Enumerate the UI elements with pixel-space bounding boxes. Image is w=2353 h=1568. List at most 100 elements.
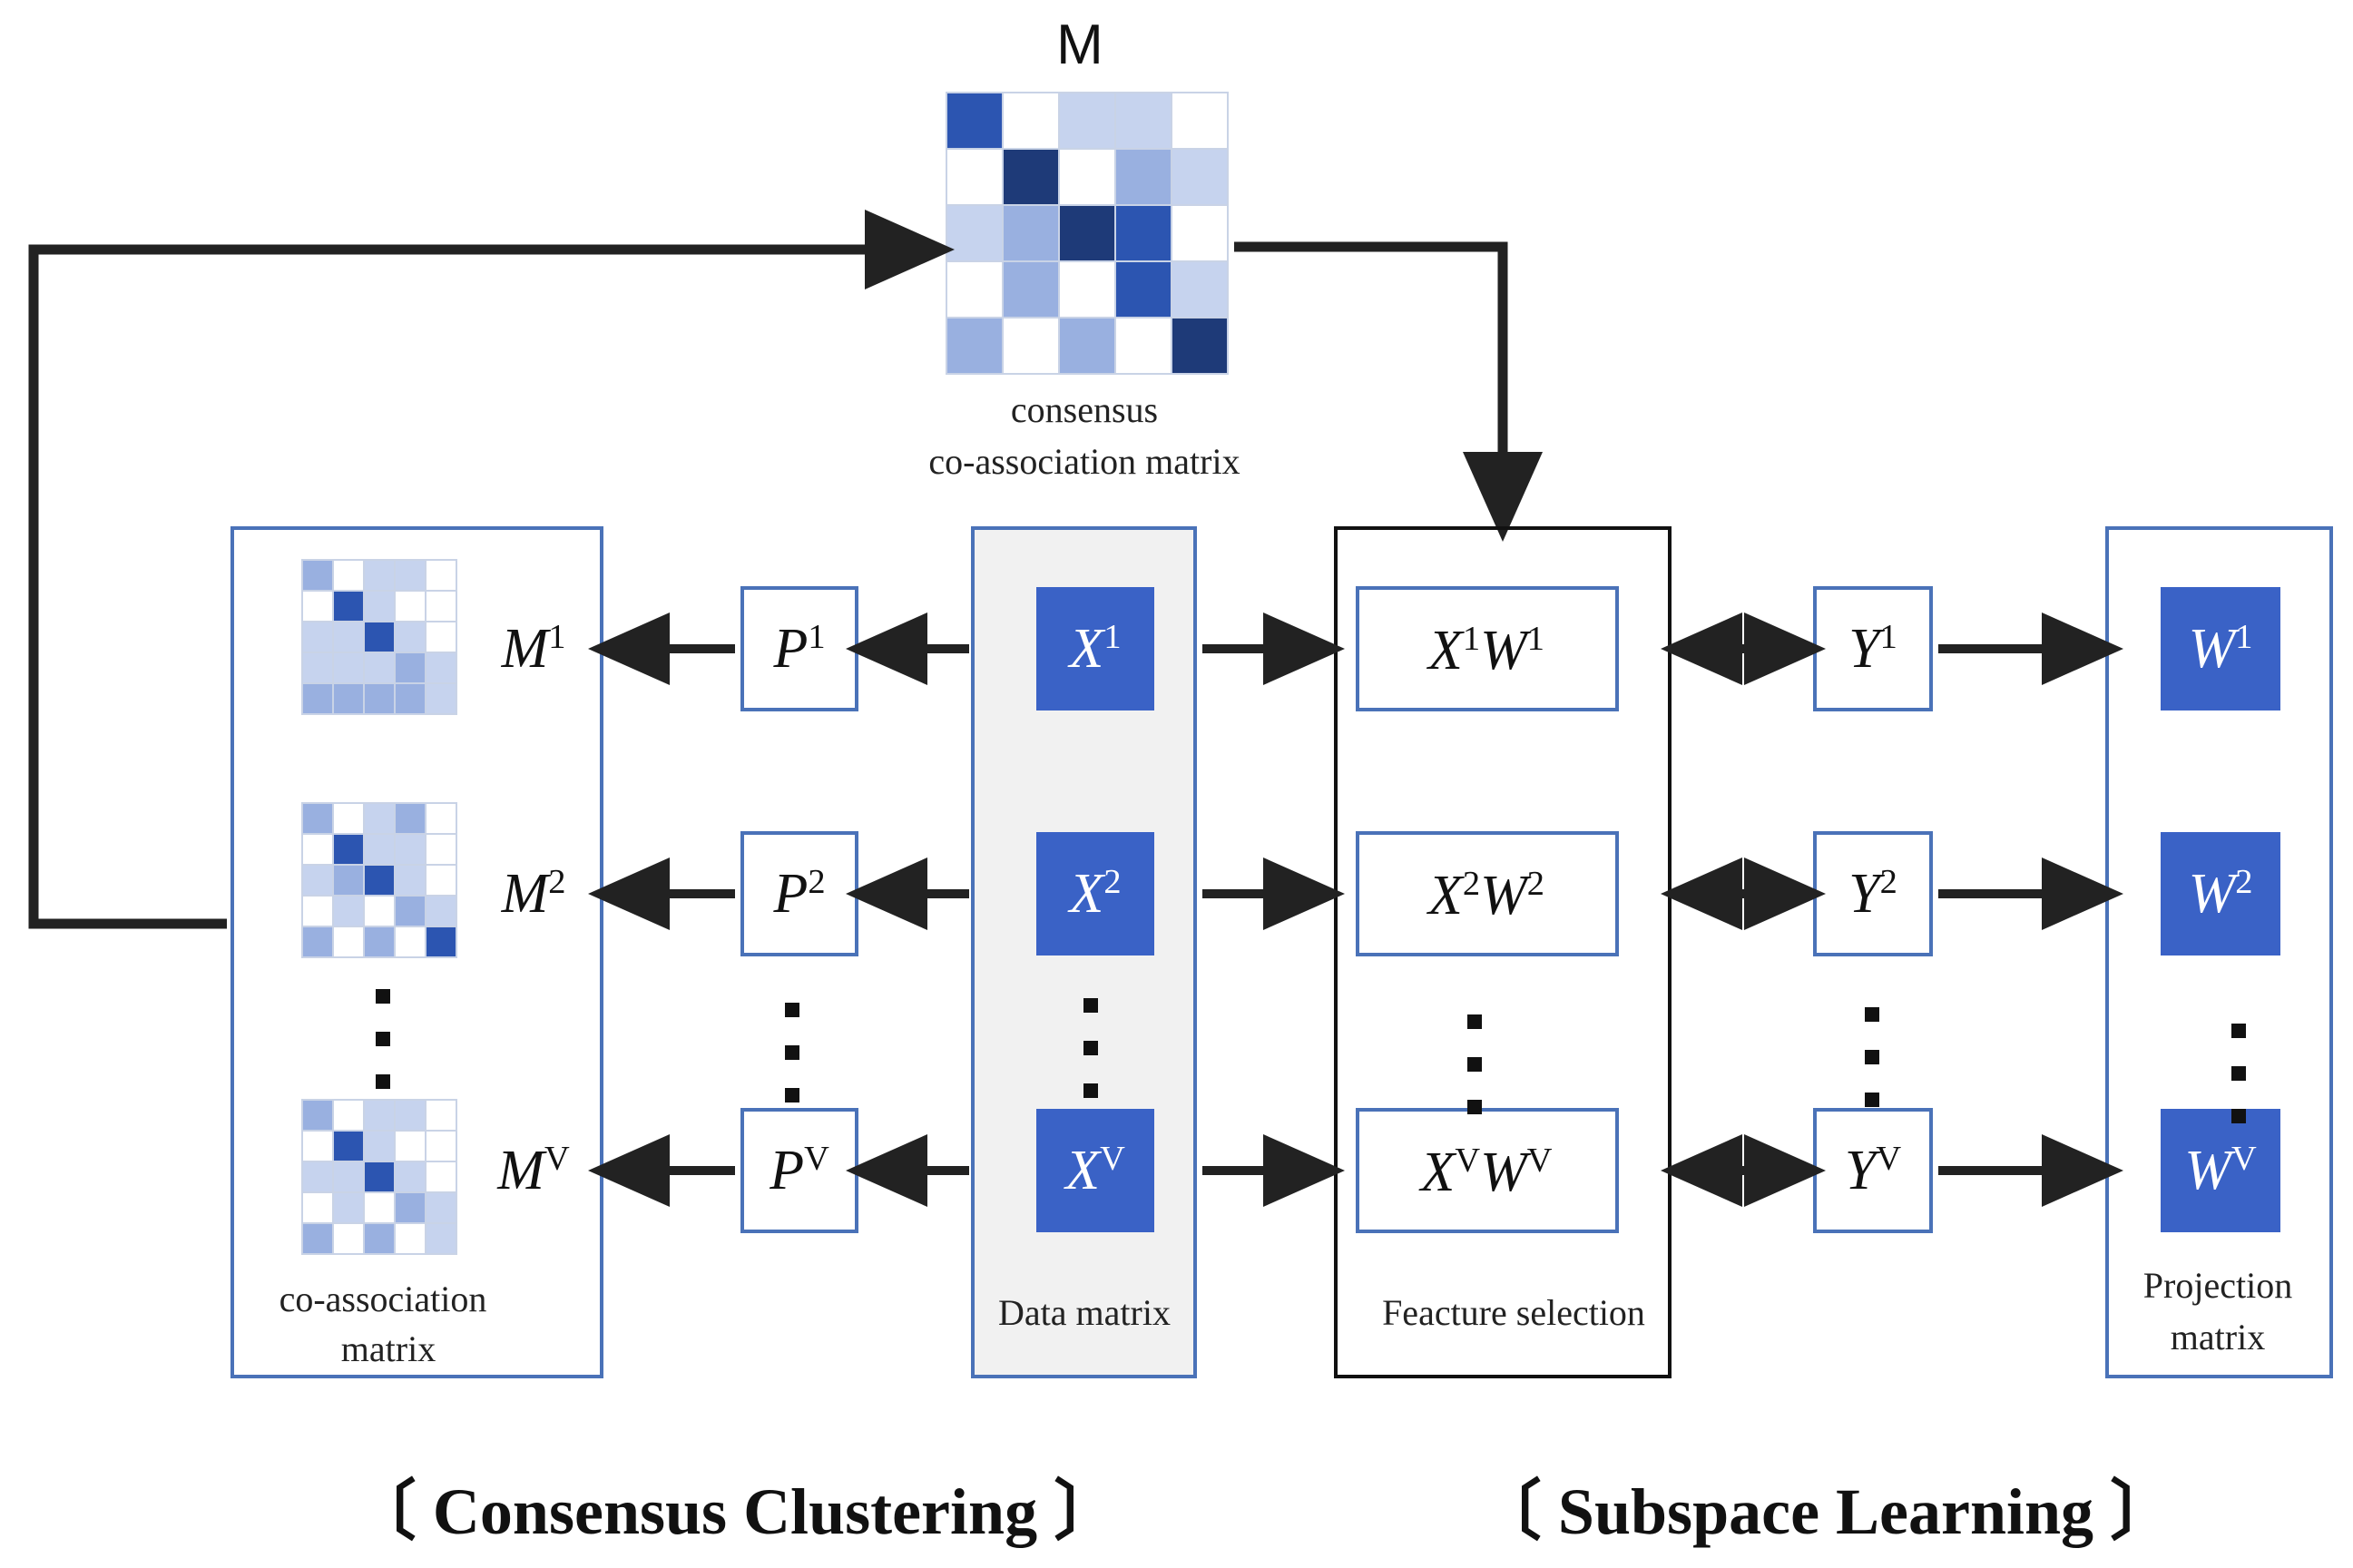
partition-label: PV bbox=[769, 1140, 829, 1201]
matrix-cell bbox=[1114, 92, 1172, 150]
consensus-matrix-grid bbox=[946, 92, 1229, 375]
matrix-cell bbox=[1002, 260, 1060, 318]
matrix-cell bbox=[1114, 148, 1172, 206]
projected-data-box bbox=[1356, 1108, 1619, 1233]
partition-box bbox=[740, 586, 858, 711]
ellipsis-dot bbox=[2231, 1109, 2246, 1123]
ellipsis-dot bbox=[1865, 1050, 1879, 1064]
data-matrix-box bbox=[1036, 587, 1154, 710]
projected-data-label: X1W1 bbox=[1426, 620, 1544, 681]
matrix-cell bbox=[425, 682, 457, 715]
matrix-cell bbox=[363, 590, 396, 622]
matrix-cell bbox=[301, 926, 334, 958]
projected-data-label: XVWV bbox=[1417, 1142, 1552, 1203]
matrix-cell bbox=[425, 621, 457, 653]
matrix-cell bbox=[946, 204, 1004, 262]
matrix-cell bbox=[1002, 317, 1060, 375]
consensus-clustering-section-title: 〔 Consensus Clustering 〕 bbox=[351, 1475, 1119, 1548]
matrix-cell bbox=[332, 1191, 365, 1224]
matrix-cell bbox=[394, 833, 426, 866]
matrix-cell bbox=[301, 802, 334, 835]
matrix-cell bbox=[363, 1130, 396, 1162]
matrix-cell bbox=[301, 590, 334, 622]
ellipsis-dot bbox=[376, 989, 390, 1004]
projection-caption-line2: matrix bbox=[2171, 1317, 2265, 1357]
matrix-cell bbox=[363, 1191, 396, 1224]
matrix-cell bbox=[394, 682, 426, 715]
embedding-label: Y2 bbox=[1848, 863, 1897, 925]
matrix-cell bbox=[946, 148, 1004, 206]
matrix-cell bbox=[363, 1161, 396, 1193]
view-M-label: MV bbox=[496, 1140, 570, 1201]
matrix-cell bbox=[425, 926, 457, 958]
matrix-cell bbox=[301, 1099, 334, 1132]
feedback-arrow-to-consensus bbox=[28, 210, 955, 929]
matrix-cell bbox=[1171, 92, 1229, 150]
view-M-label: M2 bbox=[501, 863, 566, 925]
data-matrix-caption: Data matrix bbox=[998, 1292, 1171, 1333]
projected-data-box bbox=[1356, 586, 1619, 711]
matrix-cell bbox=[301, 833, 334, 866]
matrix-cell bbox=[1171, 260, 1229, 318]
coassociation-caption-line1: co-association bbox=[279, 1279, 487, 1319]
ellipsis-dots bbox=[376, 989, 2246, 1123]
ellipsis-dot bbox=[376, 1032, 390, 1046]
matrix-cell bbox=[394, 1222, 426, 1255]
matrix-cell bbox=[394, 621, 426, 653]
projection-label: W2 bbox=[2189, 863, 2253, 925]
matrix-cell bbox=[1114, 317, 1172, 375]
consensus-matrix-title: M bbox=[1056, 14, 1103, 76]
ellipsis-dot bbox=[1467, 1057, 1482, 1072]
matrix-cell bbox=[1114, 260, 1172, 318]
matrix-cell bbox=[425, 652, 457, 684]
matrix-cell bbox=[332, 682, 365, 715]
matrix-cell bbox=[332, 559, 365, 592]
matrix-cell bbox=[363, 1099, 396, 1132]
matrix-border bbox=[301, 802, 457, 958]
matrix-cell bbox=[1171, 204, 1229, 262]
matrix-cell bbox=[1002, 204, 1060, 262]
matrix-cell bbox=[332, 1222, 365, 1255]
consensus-to-feature-arrow bbox=[1234, 241, 1543, 542]
matrix-cell bbox=[363, 682, 396, 715]
projection-caption-line1: Projection bbox=[2143, 1265, 2292, 1306]
ellipsis-dot bbox=[1083, 1041, 1098, 1055]
matrix-cell bbox=[425, 1161, 457, 1193]
data-matrix-label: X1 bbox=[1066, 618, 1121, 680]
matrix-cell bbox=[946, 317, 1004, 375]
matrix-cell bbox=[394, 1099, 426, 1132]
embedding-label: YV bbox=[1845, 1140, 1901, 1201]
embedding-label: Y1 bbox=[1848, 618, 1897, 680]
matrix-cell bbox=[1002, 148, 1060, 206]
feature-selection-caption: Feacture selection bbox=[1382, 1292, 1645, 1333]
matrix-cell bbox=[301, 1161, 334, 1193]
matrix-cell bbox=[363, 802, 396, 835]
data-matrix-box bbox=[1036, 1109, 1154, 1232]
projection-label: WV bbox=[2184, 1140, 2257, 1201]
matrix-cell bbox=[332, 802, 365, 835]
matrix-cell bbox=[1058, 148, 1116, 206]
matrix-cell bbox=[301, 1130, 334, 1162]
ellipsis-dot bbox=[2231, 1066, 2246, 1081]
ellipsis-dot bbox=[1467, 1100, 1482, 1114]
projected-data-box bbox=[1356, 831, 1619, 956]
matrix-cell bbox=[394, 895, 426, 927]
partition-label: P1 bbox=[772, 618, 825, 680]
matrix-cell bbox=[332, 895, 365, 927]
matrix-cell bbox=[363, 864, 396, 897]
ellipsis-dot bbox=[785, 1003, 799, 1017]
projection-matrix-panel bbox=[2105, 526, 2333, 1378]
matrix-cell bbox=[394, 802, 426, 835]
ellipsis-dot bbox=[2231, 1024, 2246, 1038]
ellipsis-dot bbox=[1865, 1007, 1879, 1022]
matrix-cell bbox=[301, 682, 334, 715]
matrix-cell bbox=[1058, 204, 1116, 262]
matrix-cell bbox=[332, 926, 365, 958]
consensus-caption-line2: co-association matrix bbox=[928, 441, 1240, 482]
embedding-box bbox=[1813, 1108, 1933, 1233]
matrix-cell bbox=[363, 559, 396, 592]
matrix-cell bbox=[301, 864, 334, 897]
view-coassociation-grid bbox=[301, 802, 457, 958]
